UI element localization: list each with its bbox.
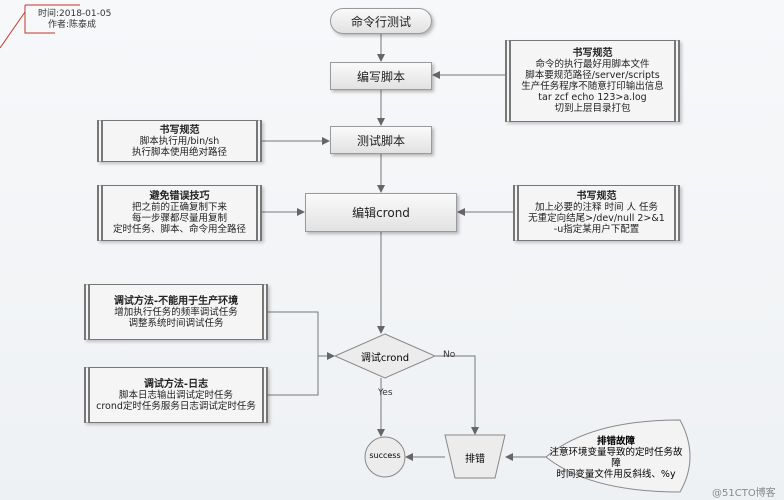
success-label: success: [369, 451, 401, 460]
note-line: 把之前的正确复制下来: [131, 202, 227, 213]
note-line: 无重定向结尾>/dev/null 2>&1: [528, 213, 665, 224]
note-line: 脚本要规范路径/server/scripts: [525, 70, 660, 81]
note-line: 增加执行任务的频率调试任务: [114, 306, 238, 318]
note-crond-spec: 书写规范 加上必要的注释 时间 人 任务 无重定向结尾>/dev/null 2>…: [513, 185, 680, 241]
note-avoid-errors: 避免错误技巧 把之前的正确复制下来 每一步骤都尽量用复制 定时任务、脚本、命令用…: [97, 185, 262, 241]
note-line: 脚本日志输出调试定时任务: [118, 389, 233, 401]
note-title: 书写规范: [572, 48, 613, 59]
watermark: @51CTO博客: [712, 488, 776, 499]
header-time: 时间:2018-01-05: [38, 9, 112, 19]
note-line: crond定时任务服务日志调试定时任务: [96, 400, 256, 412]
note-title: 调试方法-不能用于生产环境: [113, 295, 239, 307]
note-line: 执行脚本使用绝对路径: [131, 146, 227, 158]
step-edit-crond: 编辑crond: [305, 193, 457, 232]
note-test-spec: 书写规范 脚本执行用/bin/sh 执行脚本使用绝对路径: [97, 120, 262, 162]
note-line: 生产任务程序不随意打印输出信息: [521, 81, 664, 92]
note-line: 加上必要的注释 时间 人 任务: [534, 202, 659, 213]
note-line: 脚本执行用/bin/sh: [139, 135, 220, 147]
no-label: No: [443, 350, 456, 360]
note-line: 调整系统时间调试任务: [128, 317, 224, 329]
trouble-note-shape: [545, 419, 691, 493]
start-terminal: 命令行测试: [330, 8, 432, 34]
note-title: 调试方法-日志: [143, 378, 209, 390]
note-write-spec: 书写规范 命令的执行最好用脚本文件 脚本要规范路径/server/scripts…: [505, 40, 680, 122]
note-line: 注意环境变量导致的定时任务故障: [549, 447, 683, 469]
troubleshoot-label: 排错: [465, 454, 485, 465]
note-debug-frequency: 调试方法-不能用于生产环境 增加执行任务的频率调试任务 调整系统时间调试任务: [84, 284, 268, 340]
decision-diamond: [333, 333, 437, 379]
note-line: 每一步骤都尽量用复制: [131, 213, 227, 224]
note-troubleshoot: 排错故障 注意环境变量导致的定时任务故障 时间变量文件用反斜线、%y: [546, 436, 686, 480]
note-line: tar zcf echo 123>a.log: [538, 92, 647, 103]
yes-label: Yes: [378, 388, 393, 398]
note-line: 时间变量文件用反斜线、%y: [556, 469, 676, 480]
note-title: 排错故障: [596, 436, 635, 447]
troubleshoot-trapezoid: [444, 434, 506, 479]
note-line: 定时任务、脚本、命令用全路径: [112, 224, 246, 235]
header-author: 作者:陈泰成: [48, 20, 97, 30]
success-circle: [364, 436, 406, 478]
note-line: 切到上层目录打包: [554, 103, 631, 114]
note-line: -u指定某用户下配置: [553, 224, 640, 235]
note-title: 避免错误技巧: [149, 191, 210, 202]
note-debug-log: 调试方法-日志 脚本日志输出调试定时任务 crond定时任务服务日志调试定时任务: [84, 367, 268, 423]
step-test-script: 测试脚本: [330, 126, 432, 154]
step-write-script: 编写脚本: [330, 62, 432, 90]
note-line: 命令的执行最好用脚本文件: [535, 59, 650, 70]
decision-label: 调试crond: [360, 353, 410, 364]
note-title: 书写规范: [159, 124, 200, 136]
note-title: 书写规范: [576, 191, 617, 202]
